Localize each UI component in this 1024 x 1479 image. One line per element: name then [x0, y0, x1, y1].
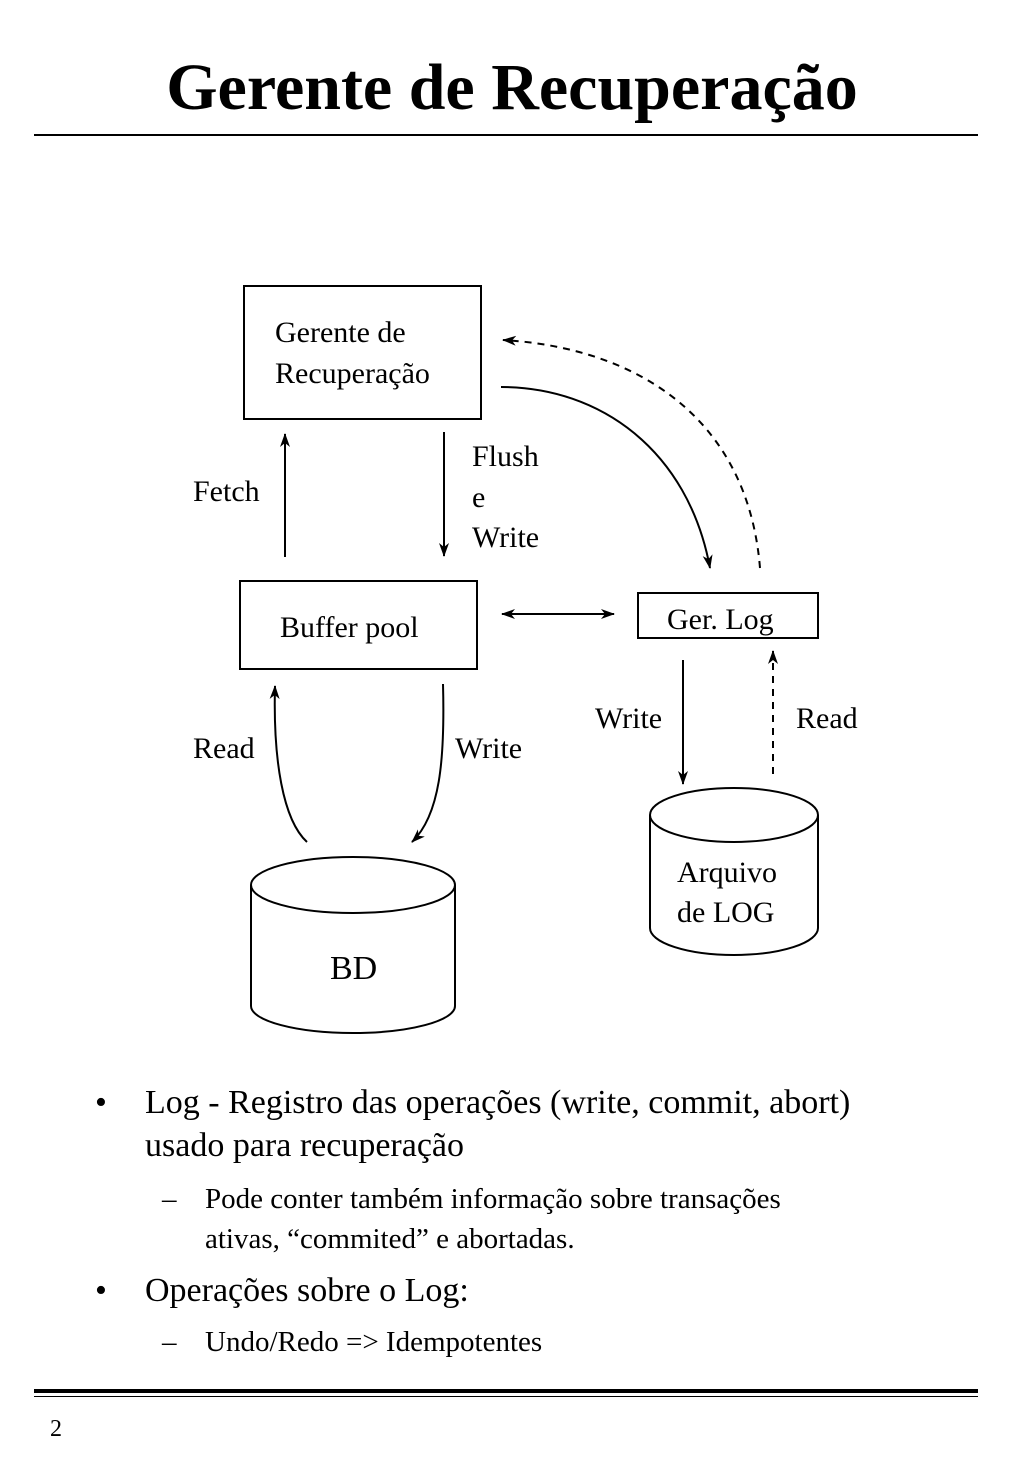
footer-divider-thin: [34, 1396, 978, 1397]
recovery-manager-box: [243, 285, 482, 420]
log-manager-label: Ger. Log: [667, 603, 774, 636]
sub-bullet-marker: –: [162, 1326, 177, 1358]
sub-bullet-1-line2: ativas, “commited” e abortadas.: [205, 1223, 575, 1255]
read-log-label: Read: [796, 702, 858, 735]
flush-write-label: Write: [472, 521, 540, 554]
log-to-recovery-dashed-arrow: [502, 335, 761, 569]
write-log-label: Write: [595, 702, 663, 735]
log-file-label-line2: de LOG: [677, 896, 775, 929]
write-db-arrow: [411, 683, 445, 843]
flush-label: Flush: [472, 440, 539, 473]
database-cylinder: [250, 856, 456, 1034]
sub-bullet-1-line1: Pode conter também informação sobre tran…: [205, 1183, 781, 1215]
sub-bullet-2-line1: Undo/Redo => Idempotentes: [205, 1326, 543, 1358]
bullet-marker: •: [95, 1272, 107, 1309]
recovery-manager-label-line1: Gerente de: [275, 316, 406, 349]
write-db-label: Write: [455, 732, 523, 765]
log-manager-box: [637, 592, 819, 639]
page-number: 2: [50, 1416, 62, 1442]
buffer-pool-label: Buffer pool: [280, 611, 419, 644]
read-db-arrow: [269, 685, 308, 843]
bullet-1-line2: usado para recuperação: [145, 1127, 465, 1164]
database-label: BD: [330, 950, 378, 987]
bullet-2-text: Operações sobre o Log:: [145, 1272, 469, 1309]
recovery-manager-label-line2: Recuperação: [275, 357, 430, 390]
recovery-to-log-arrow: [500, 386, 713, 569]
title-divider: [34, 134, 978, 136]
bullet-1-line1: Log - Registro das operações (write, com…: [145, 1084, 851, 1121]
fetch-label: Fetch: [193, 475, 260, 508]
page-title: Gerente de Recuperação: [166, 51, 858, 124]
log-file-label-line1: Arquivo: [677, 856, 777, 889]
footer-divider: [34, 1389, 978, 1393]
bullet-marker: •: [95, 1084, 107, 1121]
read-db-label: Read: [193, 732, 255, 765]
flush-and-label: e: [472, 481, 486, 514]
log-file-cylinder: [649, 787, 819, 956]
sub-bullet-marker: –: [162, 1183, 177, 1215]
buffer-pool-box: [239, 580, 478, 670]
